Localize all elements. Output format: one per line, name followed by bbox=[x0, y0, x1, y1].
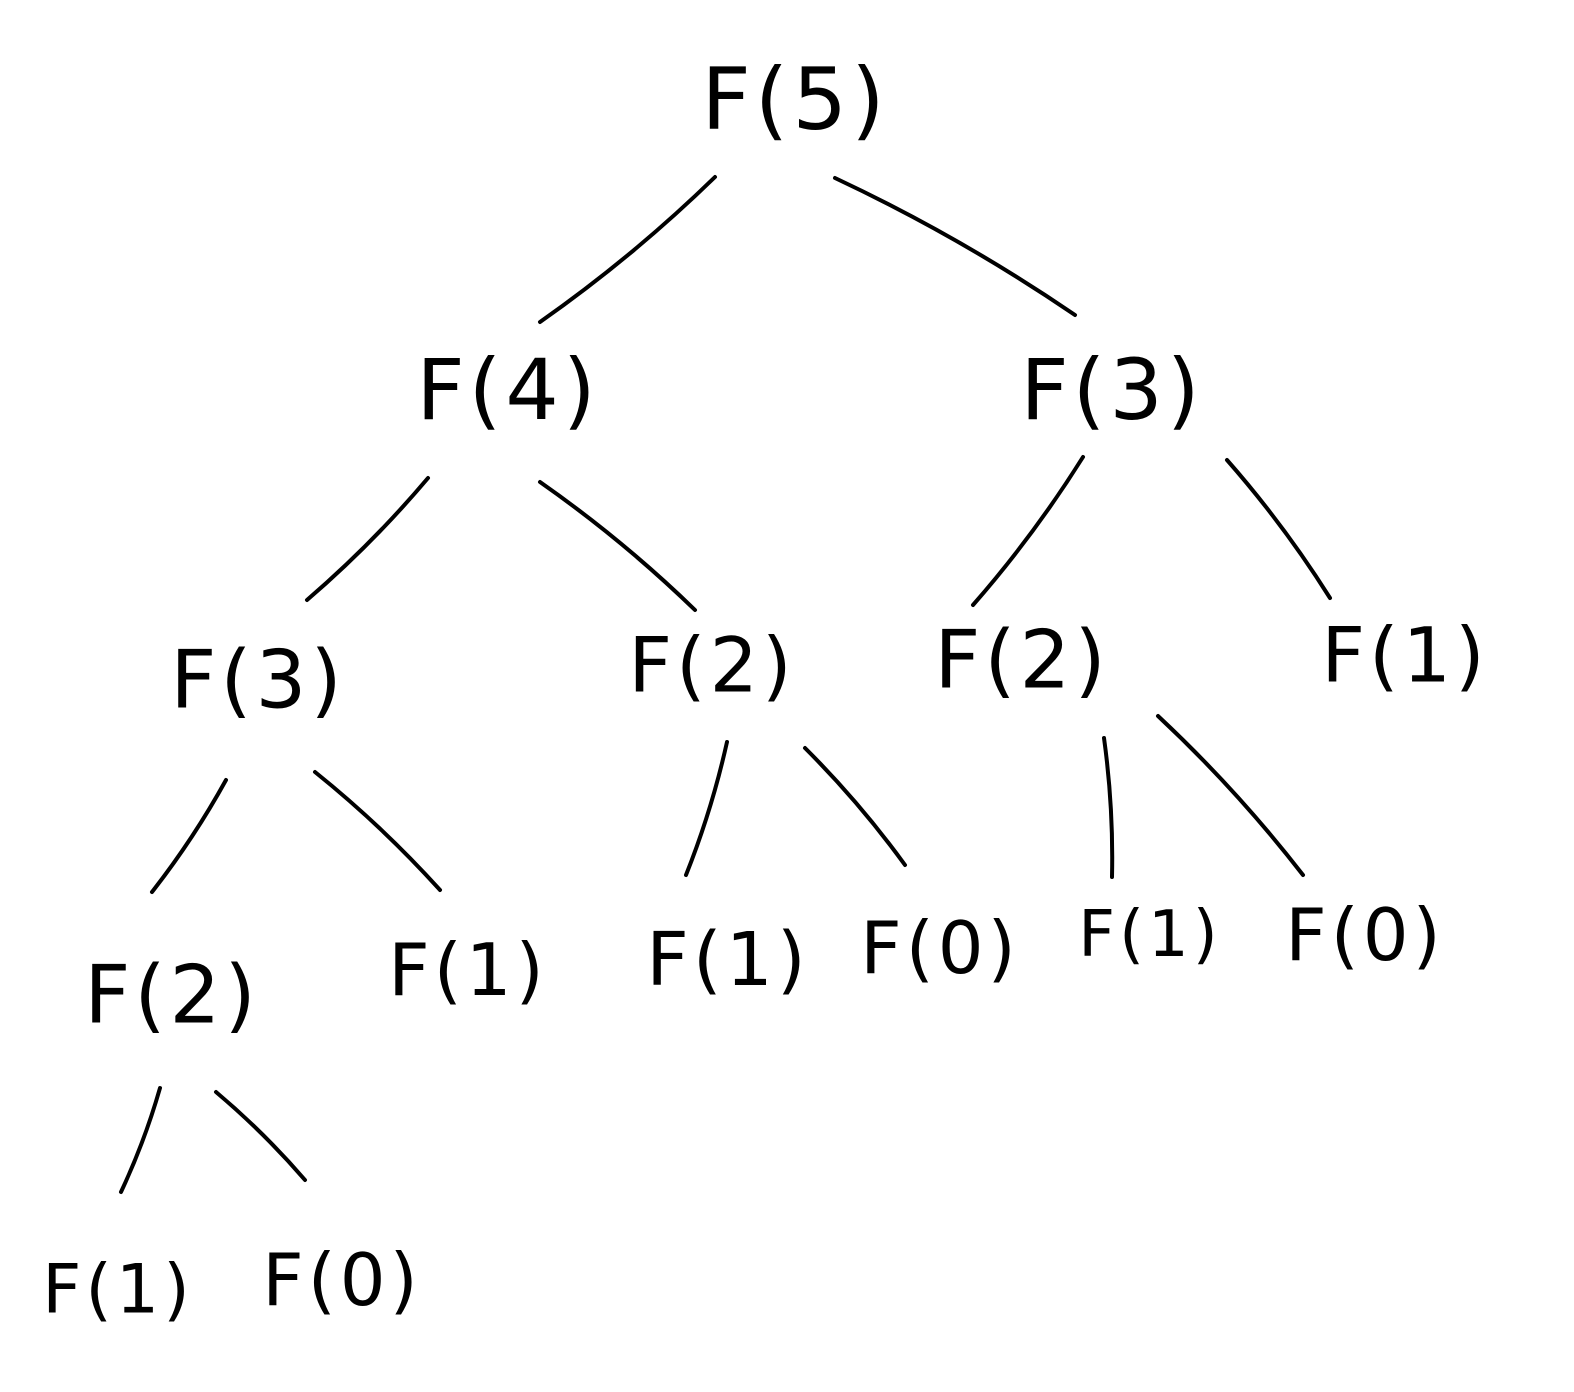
edge-n5-n12 bbox=[1156, 714, 1305, 877]
edge-n2-n5 bbox=[971, 455, 1085, 607]
tree-node: F(2) bbox=[934, 614, 1109, 707]
edge-n0-n2 bbox=[833, 176, 1077, 317]
edge-n3-n7 bbox=[150, 778, 228, 894]
edge-n5-n11 bbox=[1102, 736, 1115, 879]
tree-node: F(4) bbox=[416, 341, 599, 439]
edge-n7-n14 bbox=[214, 1090, 307, 1182]
tree-node: F(1) bbox=[646, 917, 809, 1003]
edge-n7-n13 bbox=[119, 1086, 162, 1194]
edge-n3-n8 bbox=[313, 770, 442, 892]
edge-n0-n1 bbox=[538, 175, 717, 324]
tree-node: F(0) bbox=[262, 1238, 421, 1322]
tree-node: F(0) bbox=[860, 906, 1019, 990]
edge-n2-n6 bbox=[1225, 458, 1332, 600]
tree-node: F(2) bbox=[84, 949, 259, 1042]
tree-node: F(1) bbox=[42, 1251, 193, 1330]
tree-node: F(1) bbox=[388, 928, 547, 1012]
tree-node: F(1) bbox=[1321, 611, 1488, 700]
tree-node: F(0) bbox=[1285, 893, 1444, 977]
tree-node: F(5) bbox=[701, 50, 888, 150]
tree-node: F(3) bbox=[1020, 341, 1203, 439]
edge-n4-n10 bbox=[803, 746, 907, 867]
edge-n4-n9 bbox=[684, 740, 729, 877]
edge-n1-n4 bbox=[538, 480, 697, 612]
tree-node: F(3) bbox=[170, 634, 345, 727]
tree-node: F(1) bbox=[1078, 898, 1221, 972]
edge-n1-n3 bbox=[305, 476, 430, 602]
tree-node: F(2) bbox=[628, 621, 795, 710]
